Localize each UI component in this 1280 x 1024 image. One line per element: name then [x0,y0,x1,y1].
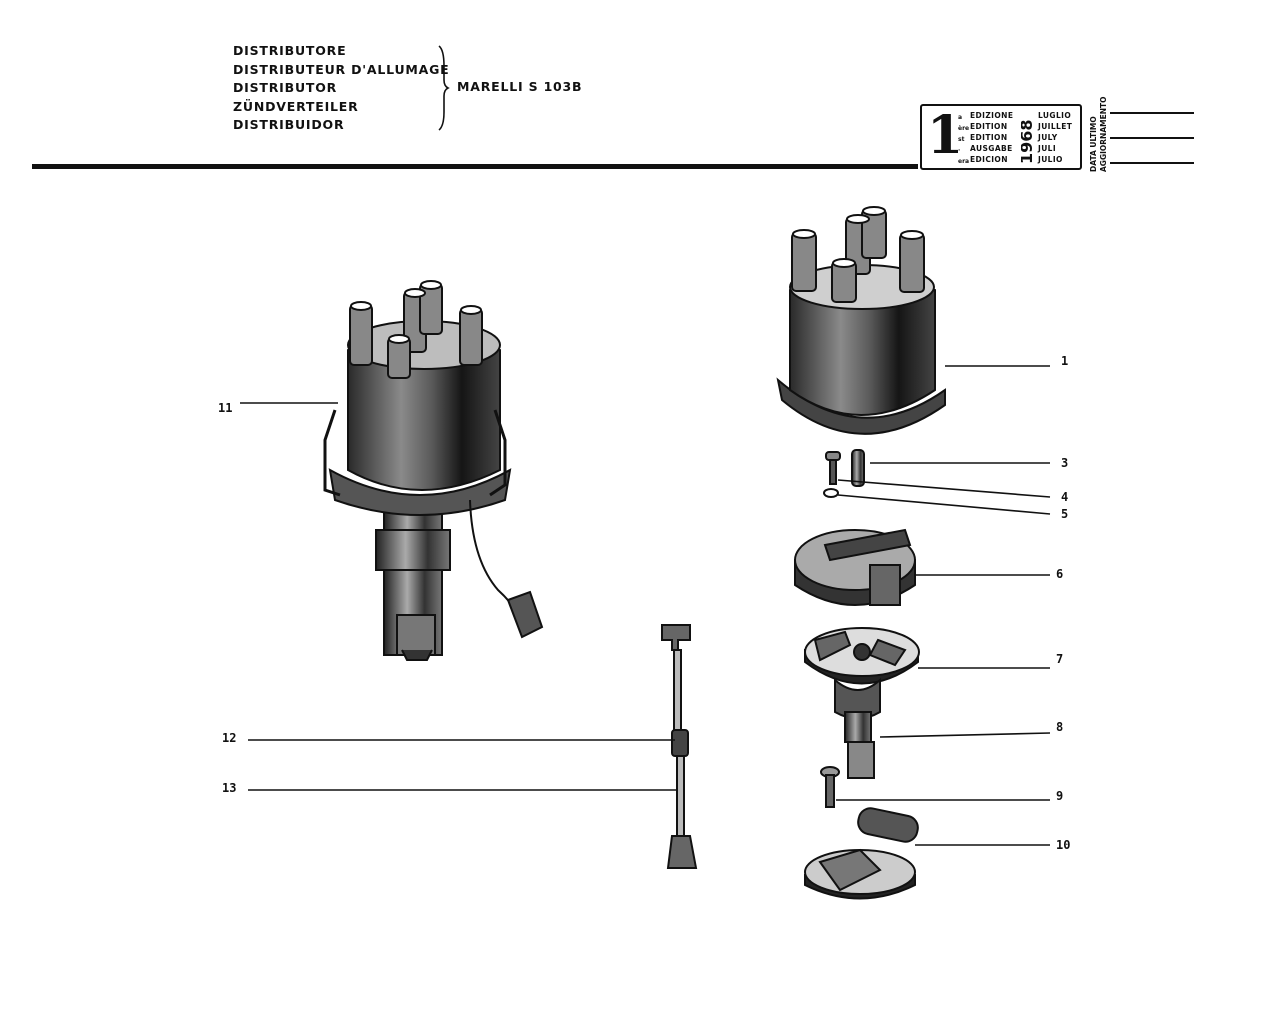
base-plate [804,807,919,900]
month-en: JULY [1038,133,1058,142]
callout-7: 7 [1056,652,1064,666]
edition-label-es: EDICION [970,155,1008,164]
edition-months: LUGLIO JUILLET JULY JULI JULIO [1038,110,1072,165]
title-spanish: DISTRIBUIDOR [233,117,345,132]
edition-label-de: AUSGABE [970,144,1013,153]
update-line-2 [1110,137,1194,139]
leader-lines [240,365,1051,846]
callout-4: 4 [1061,490,1069,504]
callout-3: 3 [1061,456,1069,470]
distributor-cap [776,206,946,435]
callout-6: 6 [1056,567,1064,581]
ordinal-it: a [958,114,963,121]
cam-shaft [834,677,881,779]
callout-1: 1 [1061,354,1069,368]
title-german: ZÜNDVERTEILER [233,98,359,114]
edition-labels: EDIZIONE EDITION EDITION AUSGABE EDICION [970,110,1013,165]
year-text: 1968 [1021,119,1035,164]
callout-13: 13 [222,781,237,795]
side-label-2: AGGIORNAMENTO [1099,97,1108,173]
title-block: DISTRIBUTORE DISTRIBUTEUR D'ALLUMAGE DIS… [233,42,450,135]
callout-5: 5 [1061,507,1069,521]
callout-9: 9 [1056,789,1064,803]
side-label-1: DATA ULTIMO [1089,116,1098,172]
screw-and-brush [823,449,865,498]
edition-year: 1968 [1021,119,1035,164]
edition-ordinals: a ère st · era [958,112,969,167]
vacuum-rod [661,624,698,869]
update-line-3 [1110,162,1194,164]
edition-box: 1 a ère st · era EDIZIONE EDITION EDITIO… [920,104,1082,170]
edition-label-fr: EDITION [970,122,1008,131]
title-french: DISTRIBUTEUR D'ALLUMAGE [233,61,450,77]
assembled-distributor [323,280,544,661]
callout-12: 12 [222,731,237,745]
callout-11: 11 [218,401,233,415]
last-update-label: DATA ULTIMO AGGIORNAMENTO [1089,97,1108,173]
title-italian: DISTRIBUTORE [233,43,347,58]
update-line-1 [1110,112,1194,114]
screw [820,766,840,808]
rotor-arm [794,528,916,606]
brace-icon [438,45,450,131]
ordinal-fr: ère [958,125,970,132]
ordinal-de: · [958,147,961,154]
edition-number: 1 [927,105,964,166]
callout-8: 8 [1056,720,1064,734]
month-fr: JUILLET [1038,122,1073,131]
ordinal-es: era [958,158,970,165]
month-it: LUGLIO [1038,111,1072,120]
edition-label-en: EDITION [970,133,1008,142]
month-de: JULI [1038,144,1057,153]
title-english: DISTRIBUTOR [233,80,338,95]
month-es: JULIO [1038,155,1063,164]
model-name: MARELLI S 103B [457,79,583,94]
breaker-plate [804,627,920,685]
header-rule [32,164,918,169]
callout-10: 10 [1056,838,1071,852]
edition-label-it: EDIZIONE [970,111,1014,120]
ordinal-en: st [958,136,965,143]
